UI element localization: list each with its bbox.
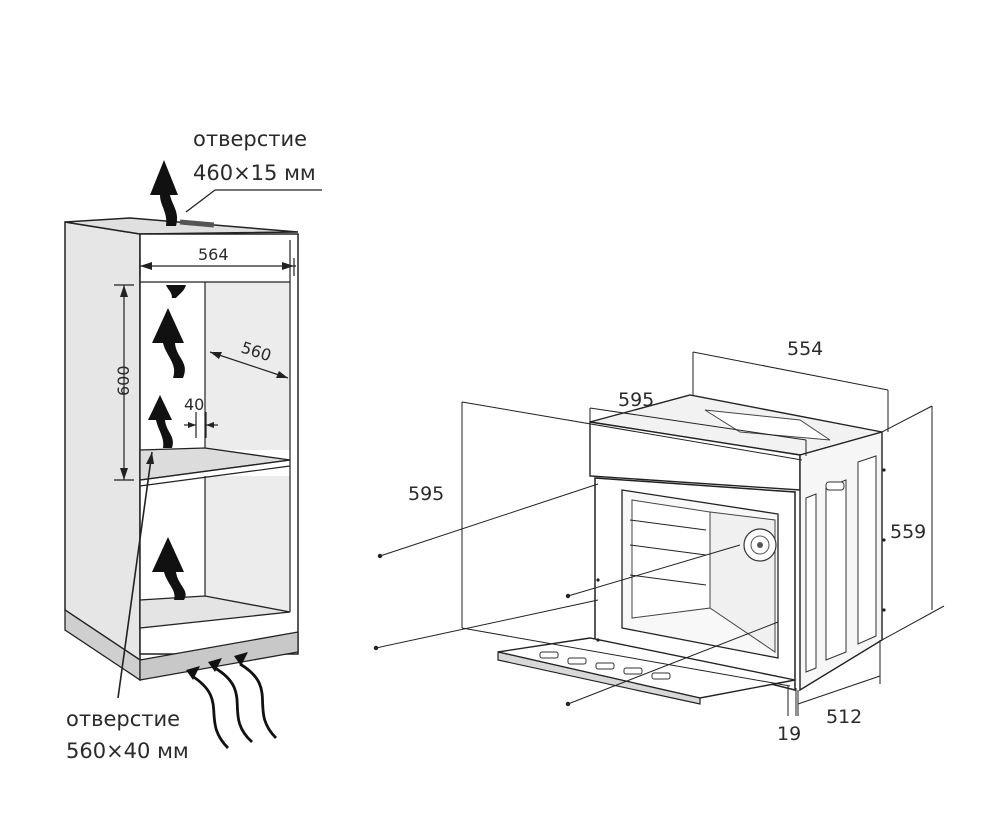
- cabinet-left-panel: [64, 221, 141, 662]
- dim-40: [184, 412, 218, 438]
- dim-600: [114, 284, 134, 481]
- bottom-vent-label-line1: отверстие: [66, 707, 180, 731]
- arrow-up-lower: [152, 537, 186, 600]
- dim-side-height-label: 559: [890, 521, 926, 543]
- dim-height-label: 600: [114, 365, 133, 396]
- dim-595-width: [589, 407, 807, 456]
- incoming-air-arrowheads: [186, 652, 248, 680]
- arrow-up-top: [150, 160, 178, 226]
- dim-front-width-label: 595: [618, 389, 654, 411]
- dim-top-depth-label: 554: [787, 338, 823, 360]
- cabinet-plinth-front: [139, 631, 299, 681]
- dim-564: [139, 258, 296, 276]
- arrow-up-topcomp: [166, 285, 186, 298]
- dim-595-height: [461, 401, 803, 687]
- dim-front-height-label: 595: [408, 483, 444, 505]
- arrow-up-middle: [148, 395, 173, 448]
- cabinet-inner-shade-upper: [205, 282, 290, 450]
- cabinet-drawing: отверстие 460×15 мм отверстие 560×40 мм …: [64, 127, 322, 763]
- vent-arrows: [148, 160, 186, 600]
- top-vent-label-line1: отверстие: [193, 127, 307, 151]
- dim-512: [797, 640, 881, 716]
- cabinet-top-panel: [64, 217, 299, 235]
- callout-dots: [373, 468, 886, 707]
- bottom-vent-leader: [117, 451, 153, 699]
- arrow-up-upper: [152, 308, 185, 378]
- dim-panel-thickness-label: 19: [777, 723, 801, 745]
- dim-gap-label: 40: [184, 395, 204, 414]
- callout-leaders: [375, 483, 779, 705]
- door-vents: [539, 651, 671, 680]
- dim-body-depth-label: 512: [826, 706, 862, 728]
- oven-drawing: 554 595 595 559 512 19: [373, 338, 945, 745]
- cabinet-inner-shade-lower: [205, 476, 290, 612]
- incoming-air-lines: [191, 662, 277, 749]
- dim-19: [787, 686, 797, 716]
- top-vent-leader: [185, 189, 216, 213]
- top-vent-label-line2: 460×15 мм: [193, 161, 316, 185]
- bottom-vent-label-line2: 560×40 мм: [66, 739, 189, 763]
- oven-top-recess: [704, 409, 831, 441]
- dim-554: [692, 351, 889, 432]
- dim-width-label: 564: [198, 245, 229, 264]
- dim-560: [209, 351, 289, 379]
- dim-559: [881, 405, 945, 641]
- top-vent-slot: [179, 219, 215, 228]
